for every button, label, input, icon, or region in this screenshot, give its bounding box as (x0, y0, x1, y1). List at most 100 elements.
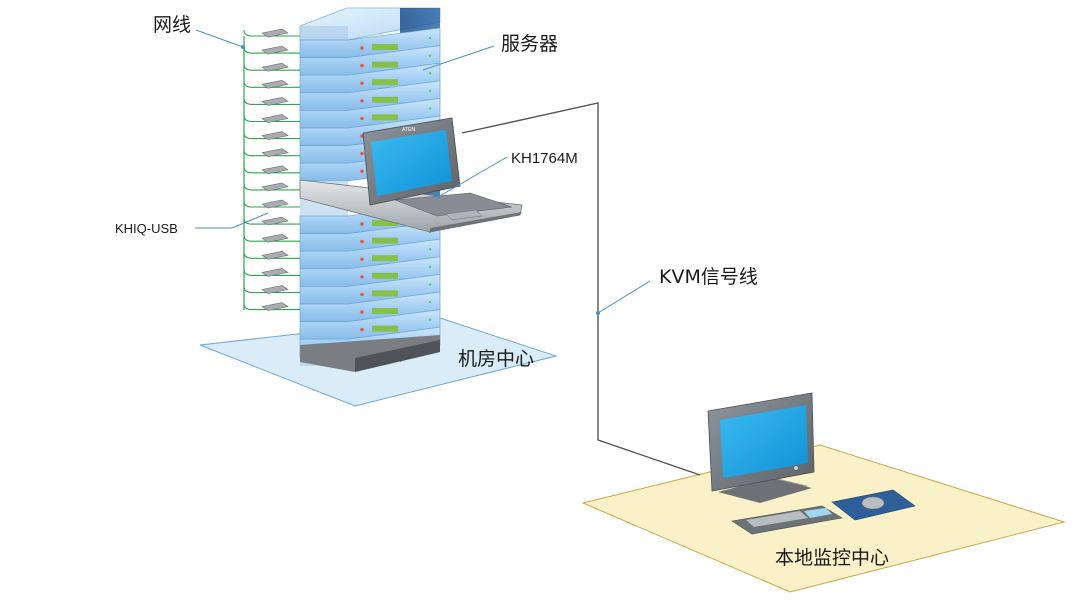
leader-network-cable (195, 29, 244, 48)
server-drive-bay (372, 308, 398, 314)
server-led-icon (360, 275, 364, 279)
server-status-icon (428, 71, 432, 75)
khiq-usb-dongle (261, 302, 289, 311)
network-connection (243, 199, 300, 209)
leader-lines (195, 29, 651, 314)
khiq-usb-dongle (261, 268, 289, 277)
network-connection (243, 28, 300, 38)
console-tray-lip (430, 212, 522, 232)
network-connection (243, 97, 300, 106)
network-connection (243, 182, 300, 192)
network-connection (243, 233, 300, 243)
server-drive-bay (372, 255, 398, 262)
leader-kvm-cable (597, 280, 651, 314)
server-led-icon (360, 169, 364, 173)
server-status-icon (428, 36, 432, 40)
leader-dongle (195, 212, 269, 229)
console-touchpad (445, 209, 483, 221)
khiq-usb-dongle (261, 62, 289, 72)
rack-base-front (355, 340, 440, 372)
server-led-icon (360, 116, 364, 121)
network-connection (243, 79, 300, 89)
server-led-icon (360, 222, 364, 226)
network-connection (243, 302, 300, 311)
network-connection (243, 148, 300, 158)
kvm-signal-cable (461, 102, 701, 476)
server-led-icon (360, 46, 364, 50)
khiq-usb-dongle (261, 97, 289, 106)
monitor-base (718, 478, 812, 503)
label-kvm-model: KH1764M (511, 150, 578, 167)
local-keyboard-numpad (804, 508, 832, 518)
server-led-icon (360, 99, 364, 103)
network-connection (243, 114, 300, 123)
server-led-icon (360, 292, 364, 297)
network-cables (241, 28, 300, 311)
server-drive-bay (372, 237, 398, 244)
server-status-icon (428, 300, 432, 304)
leader-kvm-model (437, 156, 508, 198)
server-status-icon (428, 318, 432, 321)
monitor-power-light (794, 466, 798, 470)
rack-kvm-console: ATEN (299, 117, 523, 233)
khiq-usb-dongle (261, 165, 289, 175)
server-led-icon (360, 81, 364, 85)
server-led-icon (360, 151, 364, 156)
server-status-icon (428, 247, 432, 251)
server-drive-bay (372, 79, 398, 86)
server-led-icon (360, 63, 364, 68)
network-connection (243, 268, 300, 277)
khiq-usb-dongle (261, 79, 289, 89)
network-connection (243, 62, 300, 72)
server-drive-bay (372, 61, 398, 68)
server-led-icon (360, 310, 364, 314)
rack-base (300, 335, 440, 372)
console-lcd-screen (371, 130, 452, 196)
khiq-usb-dongle (261, 285, 289, 294)
server-status-icon (428, 89, 432, 93)
server-status-icon (428, 107, 432, 110)
local-workstation (707, 392, 916, 535)
server-drive-bay (372, 290, 398, 297)
network-connection (243, 250, 300, 260)
label-network-cable: 网线 (153, 14, 191, 36)
network-connection (243, 285, 300, 294)
server-status-icon (428, 265, 432, 269)
server-drive-bay (372, 325, 398, 332)
khiq-usb-dongle (261, 45, 289, 55)
khiq-usb-dongle (261, 182, 289, 192)
console-keyboard (394, 192, 513, 217)
server-drive-bay (372, 114, 398, 121)
khiq-usb-dongle (261, 233, 289, 243)
label-dongle: KHIQ-USB (115, 221, 178, 236)
label-machine-room: 机房中心 (458, 348, 534, 370)
khiq-usb-dongle (261, 199, 289, 209)
network-connection (243, 165, 300, 175)
server-led-icon (360, 327, 364, 332)
server-status-icon (428, 283, 432, 286)
label-kvm-cable: KVM信号线 (659, 266, 758, 288)
server-led-icon (360, 257, 364, 261)
mouse (861, 496, 885, 510)
server-drive-bay (372, 220, 398, 226)
network-connection (243, 216, 300, 226)
network-connection (243, 131, 300, 140)
server-drive-bay (372, 96, 398, 103)
label-server: 服务器 (501, 33, 558, 55)
khiq-usb-dongle (261, 148, 289, 158)
khiq-usb-dongle (261, 28, 289, 38)
leader-server (422, 45, 495, 71)
khiq-usb-dongle (261, 216, 289, 226)
server-drive-bay (372, 272, 398, 279)
khiq-usb-dongle (261, 131, 289, 140)
label-local-center: 本地监控中心 (775, 547, 889, 569)
server-drive-bay (372, 44, 398, 50)
network-connection (243, 45, 300, 55)
khiq-usb-dongle (261, 250, 289, 260)
local-keyboard-keys (746, 511, 808, 527)
server-status-icon (428, 54, 432, 57)
console-brand-mark: ATEN (402, 127, 415, 133)
server-led-icon (360, 239, 364, 244)
monitor-screen (720, 405, 808, 478)
